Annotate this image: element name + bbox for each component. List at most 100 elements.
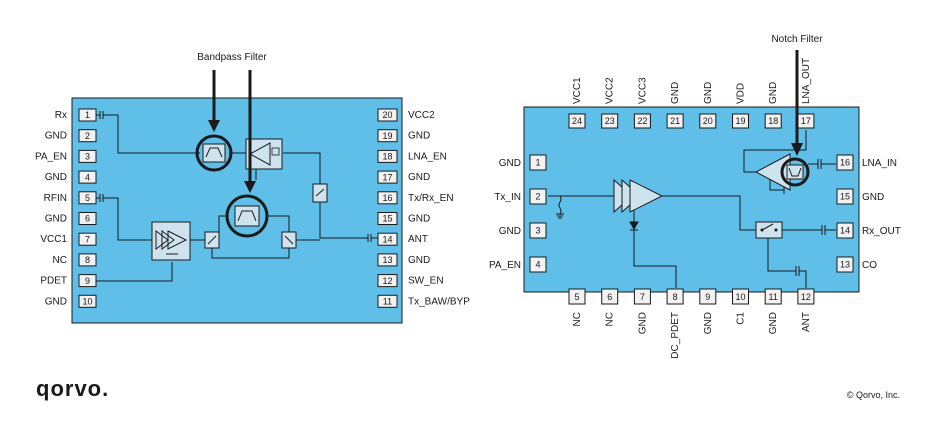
left-chip-right-pin-box: [377, 274, 398, 288]
right-chip-bottom-pin-label: NC: [572, 312, 583, 326]
right-chip-top-pin-box: [666, 113, 684, 129]
left-chip-right-pin-box: [377, 108, 398, 122]
right-chip-top-pin-box: [601, 113, 619, 129]
right-chip-right-pin-number: 16: [840, 158, 850, 168]
left-chip-left-pin-label: GND: [45, 296, 67, 307]
right-chip-right-pin-label: CO: [862, 260, 877, 271]
notch-filter-label: Notch Filter: [771, 34, 823, 45]
left-chip-wiring: [96, 111, 368, 282]
left-chip-right-pin-number: 20: [382, 110, 392, 120]
right-chip-left-pin-number: 1: [535, 158, 540, 168]
right-chip-top-pin-label: GND: [768, 82, 779, 104]
left-chip-right-pin-number: 15: [382, 214, 392, 224]
right-chip-bottom-pin-number: 5: [574, 292, 579, 302]
bandpass-filter-middle: [225, 194, 269, 238]
left-chip-right-pin-number: 17: [382, 172, 392, 182]
bandpass-arrows: [208, 70, 256, 193]
right-chip-left-pin-label: Tx_IN: [494, 192, 521, 203]
right-chip-left-pin-3: 3 GND: [499, 222, 547, 239]
right-chip-right-pin-15: 15 GND: [836, 188, 884, 205]
left-chip-right-pin-12: 12 SW_EN: [377, 274, 444, 288]
left-chip-left-pin-number: 5: [85, 193, 90, 203]
left-chip-left-pin-label: VCC1: [40, 234, 67, 245]
left-chip-right-pin-label: Tx/Rx_EN: [408, 193, 454, 204]
right-chip-bottom-pin-label: NC: [605, 312, 616, 326]
right-chip-right-pin-number: 14: [840, 226, 850, 236]
left-chip-right-pin-number: 14: [382, 234, 392, 244]
right-chip-right-pin-label: Rx_OUT: [862, 226, 901, 237]
right-chip-top-pin-label: VDD: [736, 83, 747, 104]
right-chip-top-pin-label: VCC1: [572, 77, 583, 104]
rx-switch: [755, 221, 783, 239]
right-chip-top-pin-number: 17: [801, 116, 811, 126]
left-chip-right-pin-label: LNA_EN: [408, 151, 447, 162]
left-chip-left-pin-box: [78, 170, 97, 184]
left-chip-right-pin-label: GND: [408, 214, 430, 225]
left-chip-right-pin-label: SW_EN: [408, 276, 444, 287]
switch-right: [312, 183, 328, 203]
notch-arrow: [791, 50, 803, 156]
right-chip-bottom-pin-number: 12: [801, 292, 811, 302]
right-chip-top-pin-label: LNA_OUT: [801, 58, 812, 104]
right-chip-bottom-pin-box: [797, 288, 815, 305]
right-chip-left-pin-label: GND: [499, 226, 521, 237]
left-chip-left-pin-box: [78, 294, 97, 308]
right-chip-left-pin-box: [529, 222, 547, 239]
right-chip-bottom-pin-number: 7: [640, 292, 645, 302]
detector-diode: [629, 221, 639, 231]
right-chip-left-pin-box: [529, 256, 547, 273]
right-chip-top-pin-box: [699, 113, 717, 129]
left-chip-left-pin-box: [78, 149, 97, 163]
left-chip-right-pin-number: 12: [382, 276, 392, 286]
right-chip-top-pin-number: 18: [768, 116, 778, 126]
left-chip-left-pin-box: [78, 212, 97, 225]
right-chip-bottom-pin-label: ANT: [801, 312, 812, 332]
right-chip-left-pin-number: 4: [535, 260, 540, 270]
left-chip-left-pin-number: 6: [85, 214, 90, 224]
right-chip-right-pin-16: 16 LNA_IN: [836, 154, 897, 171]
bandpass-filter-top: [195, 134, 233, 172]
right-chip-left-pin-box: [529, 154, 547, 171]
right-chip-bottom-pin-8: 8DC_PDET: [666, 288, 684, 359]
left-chip-left-pin-3: 3PA_EN: [35, 149, 97, 163]
right-chip-top-pin-number: 23: [605, 116, 615, 126]
left-chip-left-pin-box: [78, 253, 97, 267]
right-chip-bottom-pin-number: 11: [769, 292, 778, 302]
left-chip-left-pin-number: 7: [85, 234, 90, 244]
right-chip-top-pin-box: [633, 113, 651, 129]
right-chip-top-pins: 24VCC123VCC222VCC321GND20GND19VDD18GND17…: [568, 58, 815, 129]
left-chip-right-pin-20: 20 VCC2: [377, 108, 435, 122]
left-chip-left-pin-number: 8: [85, 255, 90, 265]
right-chip-right-pin-number: 15: [840, 192, 850, 202]
right-chip-right-pin-label: GND: [862, 192, 884, 203]
right-chip-right-pin-box: [836, 154, 854, 171]
right-chip-right-pin-box: [836, 222, 854, 239]
right-chip-right-pin-label: LNA_IN: [862, 158, 897, 169]
right-chip-bottom-pin-box: [764, 288, 782, 305]
left-chip-right-pin-label: VCC2: [408, 110, 435, 121]
left-chip-left-pin-number: 1: [85, 110, 90, 120]
right-chip-left-pin-number: 3: [535, 226, 540, 236]
left-chip-left-pin-label: GND: [45, 214, 67, 225]
left-chip-left-pin-number: 9: [85, 276, 90, 286]
